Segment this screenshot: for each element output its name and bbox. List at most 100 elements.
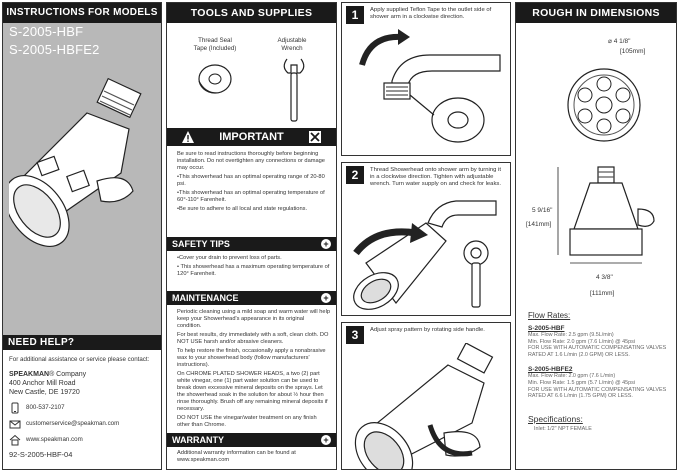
maintenance-item: To help restore the finish, occasionally… — [177, 348, 326, 368]
flow-rates-section: Flow Rates: S-2005-HBF Max. Flow Rate: 2… — [528, 311, 670, 432]
thread-seal-tape-label: Thread Seal Tape (Included) — [185, 37, 245, 52]
step-number: 1 — [346, 6, 364, 24]
tools-supplies-panel: TOOLS AND SUPPLIES Thread Seal Tape (Inc… — [166, 2, 337, 470]
flow-model-block: S-2005-HBF Max. Flow Rate: 2.5 gpm (9.5L… — [528, 325, 670, 358]
spec-inlet: Inlet: 1/2" NPT FEMALE — [534, 425, 592, 432]
step-text: Apply supplied Teflon Tape to the outlet… — [370, 7, 492, 21]
step-2: 2 Thread Showerhead onto shower arm by t… — [341, 162, 511, 316]
important-item: Be sure to read instructions thoroughly … — [177, 151, 325, 171]
maintenance-item: DO NOT USE the vinegar/water treatment o… — [177, 415, 317, 428]
important-item: •Be sure to adhere to all local and stat… — [177, 206, 308, 212]
rough-in-header: ROUGH IN DIMENSIONS — [516, 3, 676, 23]
wrench-label-line-2: Wrench — [281, 44, 303, 52]
safety-list: •Cover your drain to prevent loss of par… — [177, 255, 330, 280]
phone-icon — [11, 402, 19, 414]
tape-label-line-2: Tape (Included) — [193, 44, 237, 52]
installation-steps-panel: 1 Apply supplied Teflon Tape to the outl… — [341, 2, 511, 470]
important-title: IMPORTANT — [219, 131, 284, 143]
adjustable-wrench-icon — [283, 58, 305, 122]
email-address[interactable]: customerservice@speakman.com — [26, 420, 120, 427]
specifications-block: Specifications: Inlet: 1/2" NPT FEMALE — [528, 414, 670, 433]
tape-label-line-1: Thread Seal — [198, 37, 232, 44]
maintenance-item: Periodic cleaning using a mild soap and … — [177, 309, 331, 329]
company-name: SPEAKMAN® Company — [3, 368, 161, 379]
email-row: customerservice@speakman.com — [3, 416, 161, 432]
step-text: Thread Showerhead onto shower arm by tur… — [370, 167, 501, 188]
flow-note: RATED AT 6.6 L/min (1.75 GPM) OR LESS. — [528, 393, 633, 400]
warranty-text: Additional warranty information can be f… — [177, 450, 296, 463]
address-line-2: New Castle, DE 19720 — [9, 389, 80, 396]
flow-rates-title: Flow Rates: — [528, 311, 571, 320]
company-brand: SPEAKMAN — [9, 371, 50, 378]
flow-note: FOR USE WITH AUTOMATIC COMPENSATING VALV… — [528, 386, 667, 393]
home-icon — [9, 434, 21, 446]
adjust-spray-illustration — [354, 343, 494, 469]
step-1: 1 Apply supplied Teflon Tape to the outl… — [341, 2, 511, 156]
address-line-1: 400 Anchor Mill Road — [9, 380, 76, 387]
step-text: Adjust spray pattern by rotating side ha… — [370, 327, 485, 333]
flow-min: Min. Flow Rate: 1.5 gpm (5.7 L/min) @ 45… — [528, 379, 636, 386]
website-row: www.speakman.com — [3, 432, 161, 448]
safety-tips-header: SAFETY TIPS + — [167, 237, 336, 251]
flow-max: Max. Flow Rate: 2.0 gpm (7.6 L/min) — [528, 373, 616, 380]
flow-note: FOR USE WITH AUTOMATIC COMPENSATING VALV… — [528, 345, 667, 352]
flow-min: Min. Flow Rate: 2.0 gpm (7.6 L/min) @ 45… — [528, 338, 636, 345]
need-help-section: NEED HELP? For additional assistance or … — [3, 335, 161, 469]
model-number-1: S-2005-HBF — [9, 24, 84, 39]
phone-row: 800-537-2107 — [3, 400, 161, 416]
specifications-title: Specifications: — [528, 413, 583, 424]
bottom-width-mm: [111mm] — [590, 290, 615, 297]
warranty-header: WARRANTY + — [167, 433, 336, 447]
maintenance-item: For best results, dry immediately with a… — [177, 332, 329, 345]
instructions-header: INSTRUCTIONS FOR MODELS — [3, 3, 161, 23]
showerhead-illustration — [9, 77, 142, 247]
safety-item: •Cover your drain to prevent loss of par… — [177, 255, 282, 261]
flow-note: RATED AT 1.6 L/min (2.0 GPM) OR LESS. — [528, 351, 630, 358]
thread-seal-tape-icon — [198, 64, 232, 94]
important-header: IMPORTANT — [167, 128, 336, 146]
step-number: 3 — [346, 326, 364, 344]
top-diameter-mm: [105mm] — [620, 48, 646, 55]
need-help-intro: For additional assistance or service ple… — [9, 356, 150, 363]
showerhead-side-diagram — [557, 166, 655, 264]
step-number: 2 — [346, 166, 364, 184]
email-icon — [9, 420, 21, 429]
website-link[interactable]: www.speakman.com — [26, 436, 83, 443]
flow-max: Max. Flow Rate: 2.5 gpm (9.5L/min) — [528, 332, 614, 338]
height-dimension: 5 9/16" — [532, 207, 553, 214]
important-item: •This showerhead has an optimal operatin… — [177, 174, 325, 187]
instructions-panel: INSTRUCTIONS FOR MODELS S-2005-HBF S-200… — [2, 2, 162, 470]
height-mm: [141mm] — [526, 221, 552, 228]
tools-header: TOOLS AND SUPPLIES — [167, 3, 336, 23]
bottom-width-dimension: 4 3/8" — [596, 274, 613, 281]
flow-model-name: S-2005-HBFE2 — [528, 366, 573, 374]
safety-item: • This showerhead has a maximum operatin… — [177, 264, 330, 277]
plus-circle-icon: + — [321, 239, 331, 249]
maintenance-item: On CHROME PLATED SHOWER HEADS, a two (2)… — [177, 371, 328, 412]
rough-in-dimensions-panel: ROUGH IN DIMENSIONS ⌀ 4 1/8" [105mm] 5 9… — [515, 2, 677, 470]
maintenance-list: Periodic cleaning using a mild soap and … — [177, 309, 330, 431]
warranty-title: WARRANTY — [172, 435, 224, 445]
plus-circle-icon: + — [321, 435, 331, 445]
step-3: 3 Adjust spray pattern by rotating side … — [341, 322, 511, 470]
warranty-text-block: Additional warranty information can be f… — [177, 450, 330, 466]
shower-arm-tape-illustration — [359, 29, 501, 143]
phone-number: 800-537-2107 — [26, 404, 65, 411]
wrench-label-line-1: Adjustable — [277, 37, 307, 44]
no-entry-icon — [309, 131, 321, 143]
important-item: •This showerhead has an optimal operatin… — [177, 190, 325, 203]
showerhead-face-diagram — [567, 68, 641, 142]
flow-model-block: S-2005-HBFE2 Max. Flow Rate: 2.0 gpm (7.… — [528, 366, 670, 399]
company-suffix: ® Company — [49, 371, 87, 378]
important-list: Be sure to read instructions thoroughly … — [177, 151, 330, 215]
document-number: 92-S-2005-HBF-04 — [9, 450, 73, 459]
flow-model-name: S-2005-HBF — [528, 325, 565, 332]
need-help-header: NEED HELP? — [3, 335, 161, 350]
model-number-2: S-2005-HBFE2 — [9, 42, 100, 57]
top-diameter-dimension: ⌀ 4 1/8" — [608, 38, 631, 45]
maintenance-title: MAINTENANCE — [172, 293, 239, 303]
adjustable-wrench-label: Adjustable Wrench — [262, 37, 322, 52]
maintenance-header: MAINTENANCE + — [167, 291, 336, 305]
safety-tips-title: SAFETY TIPS — [172, 239, 230, 249]
thread-showerhead-illustration — [353, 200, 497, 310]
